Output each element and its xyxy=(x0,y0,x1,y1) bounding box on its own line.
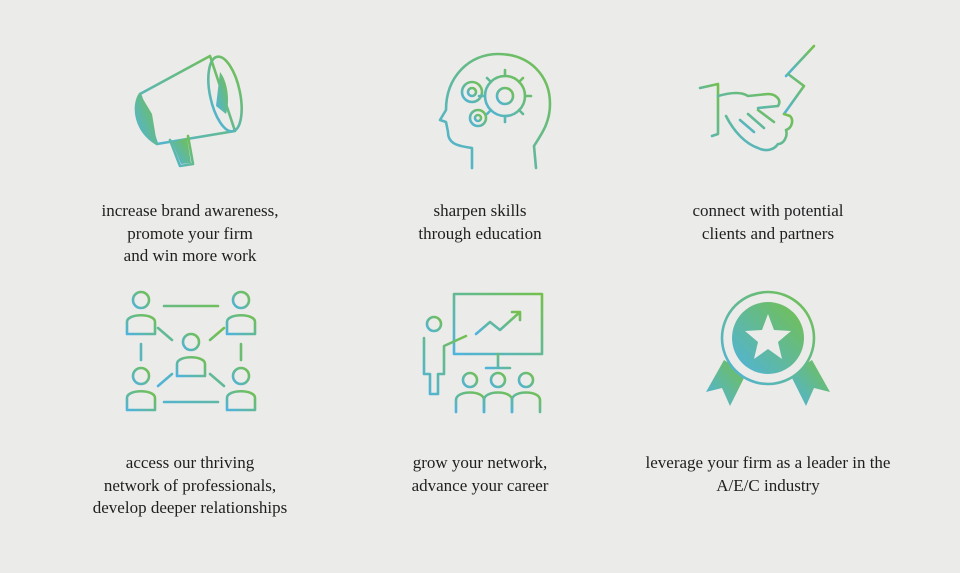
benefit-connect: connect with potential clients and partn… xyxy=(608,36,928,243)
benefit-caption: leverage your firm as a leader in the A/… xyxy=(645,453,891,495)
benefit-industry-leader: leverage your firm as a leader in the A/… xyxy=(608,288,928,495)
benefit-education: sharpen skills through education xyxy=(320,36,640,243)
people-network-icon xyxy=(125,290,257,412)
benefit-network: access our thriving network of professio… xyxy=(30,288,350,517)
benefit-career: grow your network, advance your career xyxy=(320,288,640,495)
benefit-caption: sharpen skills through education xyxy=(418,201,542,243)
handshake-icon xyxy=(698,44,816,152)
head-gears-icon xyxy=(438,52,552,170)
benefit-caption: connect with potential clients and partn… xyxy=(692,201,844,243)
benefit-brand-awareness: increase brand awareness, promote your f… xyxy=(30,36,350,265)
benefit-caption: grow your network, advance your career xyxy=(411,453,549,495)
benefit-caption: access our thriving network of professio… xyxy=(92,453,288,517)
megaphone-icon xyxy=(134,54,243,168)
award-badge-icon xyxy=(706,290,830,406)
presentation-icon xyxy=(422,292,544,414)
benefit-caption: increase brand awareness, promote your f… xyxy=(101,201,279,265)
